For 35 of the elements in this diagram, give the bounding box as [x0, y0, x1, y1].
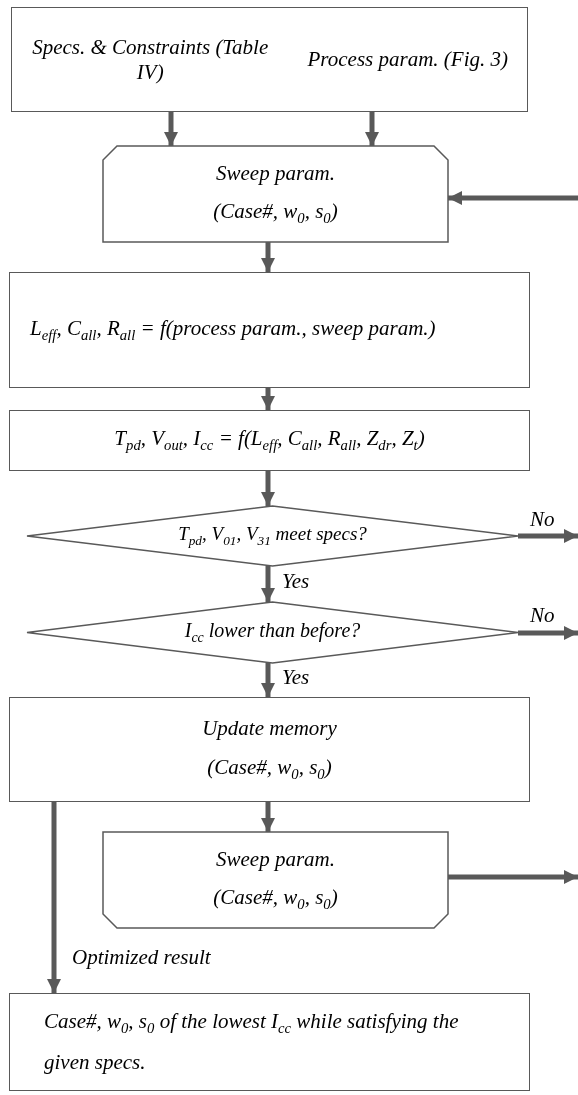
- node-text: Specs. & Constraints (Table IV): [31, 35, 270, 84]
- node-text: T$_{pd}$, V$_{01}$, V$_{31}$ meet specs?: [178, 523, 367, 549]
- node-text: (Case#, w$_{0}$, s$_{0}$): [207, 754, 332, 783]
- arrow: [448, 191, 578, 205]
- decision-diamond: [27, 506, 518, 566]
- node-text: T$_{pd}$, V$_{out}$, I$_{cc}$ = f(L$_{eff}$, C$_{all}$, R$_{all}$, Z$_{dr}$, Z$_{t}$): [114, 426, 425, 455]
- loop-start-box: [103, 146, 448, 242]
- node-text: L$_{eff}$, C$_{all}$, R$_{all}$ = f(process param., sweep param.): [30, 315, 436, 345]
- node-text: Case#, w$_{0}$, s$_{0}$ of the lowest I$_{cc}$ while satisfying the given specs.: [44, 1007, 460, 1076]
- decision-diamond: [27, 602, 518, 663]
- process-box: [9, 410, 530, 471]
- arrow: [261, 566, 275, 602]
- node-text: Update memory: [202, 716, 337, 741]
- arrow: [518, 529, 578, 543]
- arrow: [261, 388, 275, 410]
- node-text: Sweep param.: [216, 160, 335, 185]
- node-text: Process param. (Fig. 3): [307, 47, 508, 72]
- process-box: [9, 993, 530, 1091]
- arrow: [164, 112, 178, 146]
- node-text: (Case#, w$_{0}$, s$_{0}$): [213, 885, 338, 914]
- arrow: [261, 242, 275, 272]
- arrow: [365, 112, 379, 146]
- node-text: I$_{cc}$ lower than before?: [184, 618, 361, 647]
- node-text: Sweep param.: [216, 846, 335, 871]
- process-box: [9, 272, 530, 388]
- arrow: [518, 626, 578, 640]
- node-text: (Case#, w$_{0}$, s$_{0}$): [213, 199, 338, 228]
- process-box: [11, 7, 528, 112]
- arrow: [448, 870, 578, 884]
- arrow: [261, 471, 275, 506]
- arrow: [47, 802, 61, 993]
- arrow: [261, 663, 275, 697]
- loop-end-box: [103, 832, 448, 928]
- arrow: [261, 802, 275, 832]
- process-box: [9, 697, 530, 802]
